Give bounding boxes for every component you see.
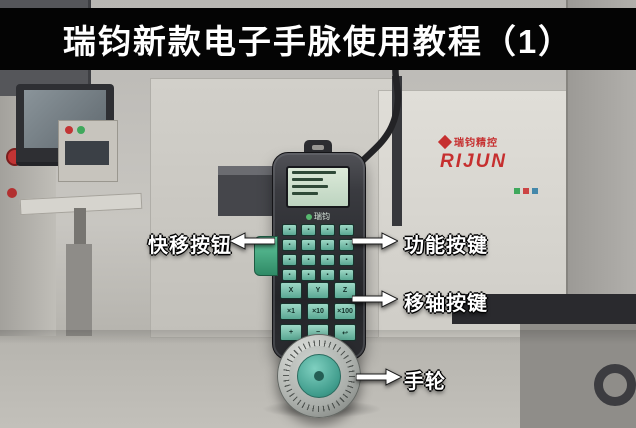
step-key: ×100 bbox=[334, 303, 356, 320]
pendant-key: ▪ bbox=[320, 239, 335, 251]
function-keypad: ▪ ▪ ▪ ▪ ▪ ▪ ▪ ▪ ▪ ▪ ▪ ▪ ▪ ▪ ▪ ▪ bbox=[282, 224, 354, 281]
pendant-key: ▪ bbox=[339, 239, 354, 251]
printer-box bbox=[218, 166, 274, 216]
pendant-lcd-screen bbox=[286, 166, 350, 208]
pendant-key: ▪ bbox=[320, 254, 335, 266]
panel-red-button bbox=[65, 126, 73, 134]
lcd-text-line bbox=[292, 185, 329, 188]
lcd-text-line bbox=[292, 178, 324, 181]
pendant-key: ▪ bbox=[320, 224, 335, 236]
machine-indicator-lights bbox=[514, 188, 538, 194]
axis-key-z: Z bbox=[334, 282, 356, 299]
tray-arm bbox=[74, 208, 86, 244]
pendant-key: ▪ bbox=[339, 224, 354, 236]
pendant-key: ▪ bbox=[282, 269, 297, 281]
machine-brand-en: RIJUN bbox=[440, 151, 508, 172]
axis-key-y: Y bbox=[307, 282, 329, 299]
stand-pole-left bbox=[66, 244, 92, 336]
pendant-key: ▪ bbox=[301, 269, 316, 281]
step-key: ×10 bbox=[307, 303, 329, 320]
pendant-handwheel bbox=[277, 334, 361, 418]
green-indicator-light bbox=[514, 188, 520, 194]
callout-function-keys: 功能按键 bbox=[404, 235, 488, 257]
pendant-key: ▪ bbox=[301, 239, 316, 251]
pendant-key: ▪ bbox=[339, 269, 354, 281]
brand-leaf-icon bbox=[306, 213, 312, 220]
control-panel bbox=[58, 120, 118, 182]
pendant-brand: 瑞钧 bbox=[272, 212, 364, 222]
pendant-stand-pole bbox=[392, 76, 402, 226]
panel-green-button bbox=[77, 126, 85, 134]
pendant-key: + bbox=[280, 324, 302, 341]
title-banner: 瑞钧新款电子手脉使用教程（1） bbox=[0, 8, 636, 70]
banner-title: 瑞钧新款电子手脉使用教程（1） bbox=[62, 23, 574, 60]
machine-handwheel-handle bbox=[594, 364, 636, 406]
pendant-key: ▪ bbox=[301, 254, 316, 266]
arrow-right-icon bbox=[352, 232, 398, 250]
blue-indicator-light bbox=[532, 188, 538, 194]
pendant-key: ▪ bbox=[301, 224, 316, 236]
arrow-left-icon bbox=[229, 232, 275, 250]
hanger-slot bbox=[312, 145, 324, 150]
step-key: ×1 bbox=[280, 303, 302, 320]
arrow-right-icon bbox=[356, 368, 402, 386]
pendant-cable bbox=[346, 58, 402, 178]
axis-keypad: X Y Z ×1 ×10 ×100 + − ↩ bbox=[280, 282, 356, 341]
machine-slot bbox=[452, 294, 636, 324]
rijun-logo-icon bbox=[437, 134, 453, 149]
pendant-key: ▪ bbox=[339, 254, 354, 266]
red-indicator-light bbox=[523, 188, 529, 194]
handwheel-center bbox=[314, 371, 324, 381]
machine-brand-cn: 瑞钧精控 bbox=[454, 138, 498, 149]
printer-top bbox=[218, 166, 274, 175]
callout-handwheel: 手轮 bbox=[404, 371, 446, 393]
lcd-text-line bbox=[292, 171, 337, 174]
handwheel-pendant: 瑞钧 ▪ ▪ ▪ ▪ ▪ ▪ ▪ ▪ ▪ ▪ ▪ ▪ ▪ ▪ ▪ ▪ X Y Z… bbox=[254, 140, 366, 422]
pendant-key: ▪ bbox=[282, 224, 297, 236]
callout-axis-keys: 移轴按键 bbox=[404, 293, 488, 315]
pendant-key: ▪ bbox=[282, 254, 297, 266]
arrow-right-icon bbox=[352, 290, 398, 308]
panel-display bbox=[65, 141, 109, 165]
lcd-text-line bbox=[292, 192, 318, 195]
pendant-key: ↩ bbox=[334, 324, 356, 341]
pendant-key: ▪ bbox=[282, 239, 297, 251]
callout-rapid-button: 快移按钮 bbox=[148, 235, 232, 257]
machine-brand-logo: 瑞钧精控 RIJUN bbox=[437, 134, 508, 173]
pendant-brand-text: 瑞钧 bbox=[314, 212, 330, 221]
axis-key-x: X bbox=[280, 282, 302, 299]
pendant-key: ▪ bbox=[320, 269, 335, 281]
red-indicator bbox=[7, 188, 17, 198]
